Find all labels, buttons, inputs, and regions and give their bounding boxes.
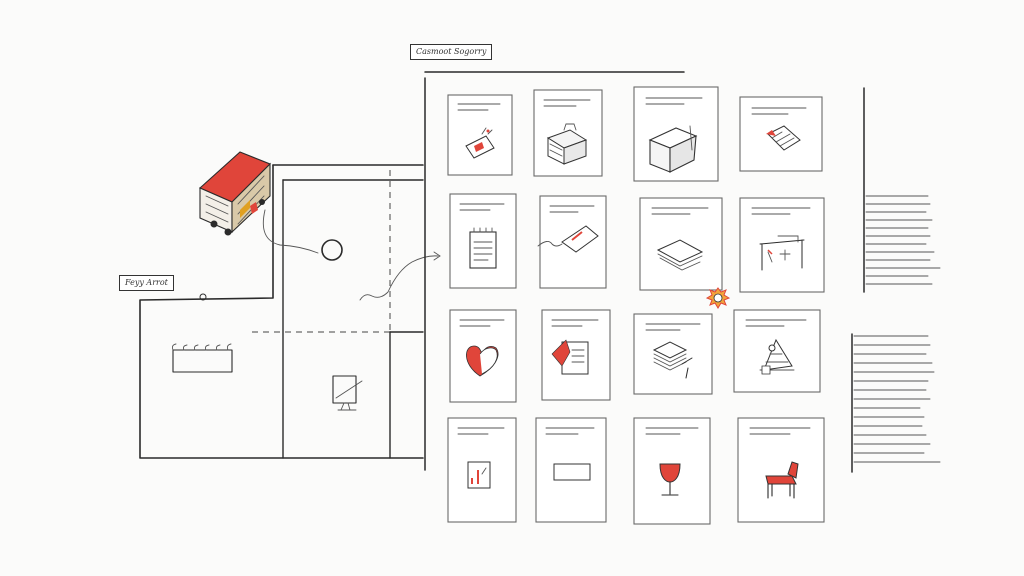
card-1-1: [447, 94, 513, 176]
card-4-1: [447, 417, 517, 523]
card-2-1: [449, 193, 517, 289]
chair-icon: [765, 461, 799, 499]
tag-icon: [537, 225, 599, 253]
floor-plan: [139, 164, 441, 459]
card-4-4: [737, 417, 825, 523]
card-3-3: [633, 313, 713, 395]
small-sign-icon: [467, 461, 491, 489]
heart-icon: [466, 345, 499, 377]
card-2-2: [537, 195, 607, 289]
card-3-2: [541, 309, 611, 401]
flow-arrow-1: [262, 209, 319, 254]
starburst-marker: [705, 287, 731, 309]
desk-icon: [759, 235, 805, 271]
card-1-4: [739, 96, 823, 172]
books-icon: [652, 341, 693, 379]
card-1-2: [533, 89, 603, 177]
target-circle: [321, 239, 343, 261]
flag-figure-icon: [759, 338, 795, 375]
blank-slip-icon: [553, 463, 591, 481]
card-1-3: [633, 86, 719, 182]
cart-icon: [465, 127, 495, 159]
left-label: Feyy Arrot: [119, 275, 174, 291]
documents-icon: [766, 125, 801, 151]
card-grid-frame: [424, 71, 865, 473]
box-icon: [648, 125, 698, 173]
truck-icon: [198, 151, 271, 236]
card-3-4: [733, 309, 821, 393]
card-4-3: [633, 417, 711, 525]
top-label: Casmoot Sogorry: [410, 44, 493, 60]
paper-clip-icon: [551, 339, 589, 375]
flow-arrow-2: [359, 255, 439, 301]
easel-sketch: [332, 375, 363, 411]
card-4-2: [535, 417, 607, 523]
shredder-icon: [546, 123, 588, 165]
wine-glass-icon: [659, 463, 681, 496]
door-knob: [199, 293, 207, 301]
card-2-4: [739, 197, 825, 293]
paper-stack-icon: [656, 239, 704, 271]
right-hatch-top: [865, 195, 941, 285]
right-hatch-bottom: [853, 335, 941, 463]
card-3-1: [449, 309, 517, 403]
card-2-3: [639, 197, 723, 291]
bench-sketch: [172, 349, 233, 373]
notepad-icon: [469, 227, 497, 269]
